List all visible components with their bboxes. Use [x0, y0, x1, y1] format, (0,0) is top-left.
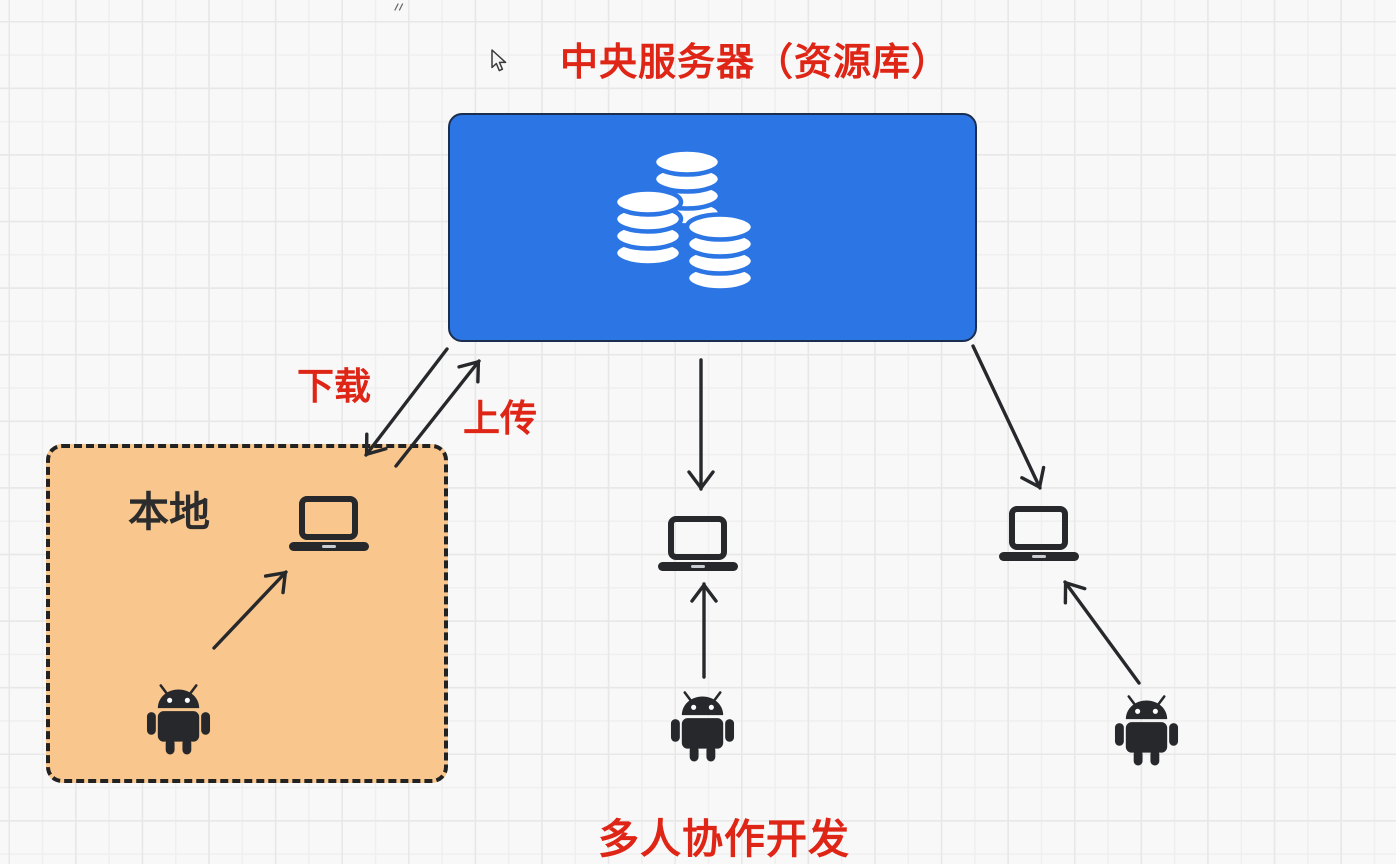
mouse-cursor-icon — [491, 49, 507, 72]
android-robot-icon — [146, 684, 211, 755]
laptop-notch — [691, 564, 705, 568]
arrow-download — [364, 347, 449, 457]
android-robot-icon — [670, 691, 735, 762]
central-server-box — [448, 113, 977, 342]
coin-stack-left — [614, 187, 684, 268]
android-robot-icon — [1114, 695, 1179, 766]
caption-label: 多人协作开发 — [598, 816, 850, 862]
coins-repository-icon — [614, 147, 756, 293]
download-label: 下载 — [297, 366, 371, 407]
upload-label: 上传 — [463, 398, 537, 439]
local-label: 本地 — [128, 489, 210, 535]
laptop-icon — [658, 516, 738, 571]
arrow-developer3-to-laptop — [1063, 580, 1141, 685]
laptop-icon — [289, 496, 369, 551]
arrow-server-to-workstation3 — [971, 344, 1046, 490]
smudge-mark — [394, 3, 404, 11]
laptop-screen — [668, 516, 727, 560]
laptop-icon — [999, 506, 1079, 561]
coin-stack-front — [684, 212, 756, 293]
laptop-screen — [299, 496, 358, 540]
laptop-screen — [1009, 506, 1068, 550]
laptop-notch — [322, 544, 336, 548]
laptop-notch — [1032, 554, 1046, 558]
diagram-title: 中央服务器（资源库） — [560, 42, 951, 84]
local-box: 本地 — [46, 444, 448, 783]
